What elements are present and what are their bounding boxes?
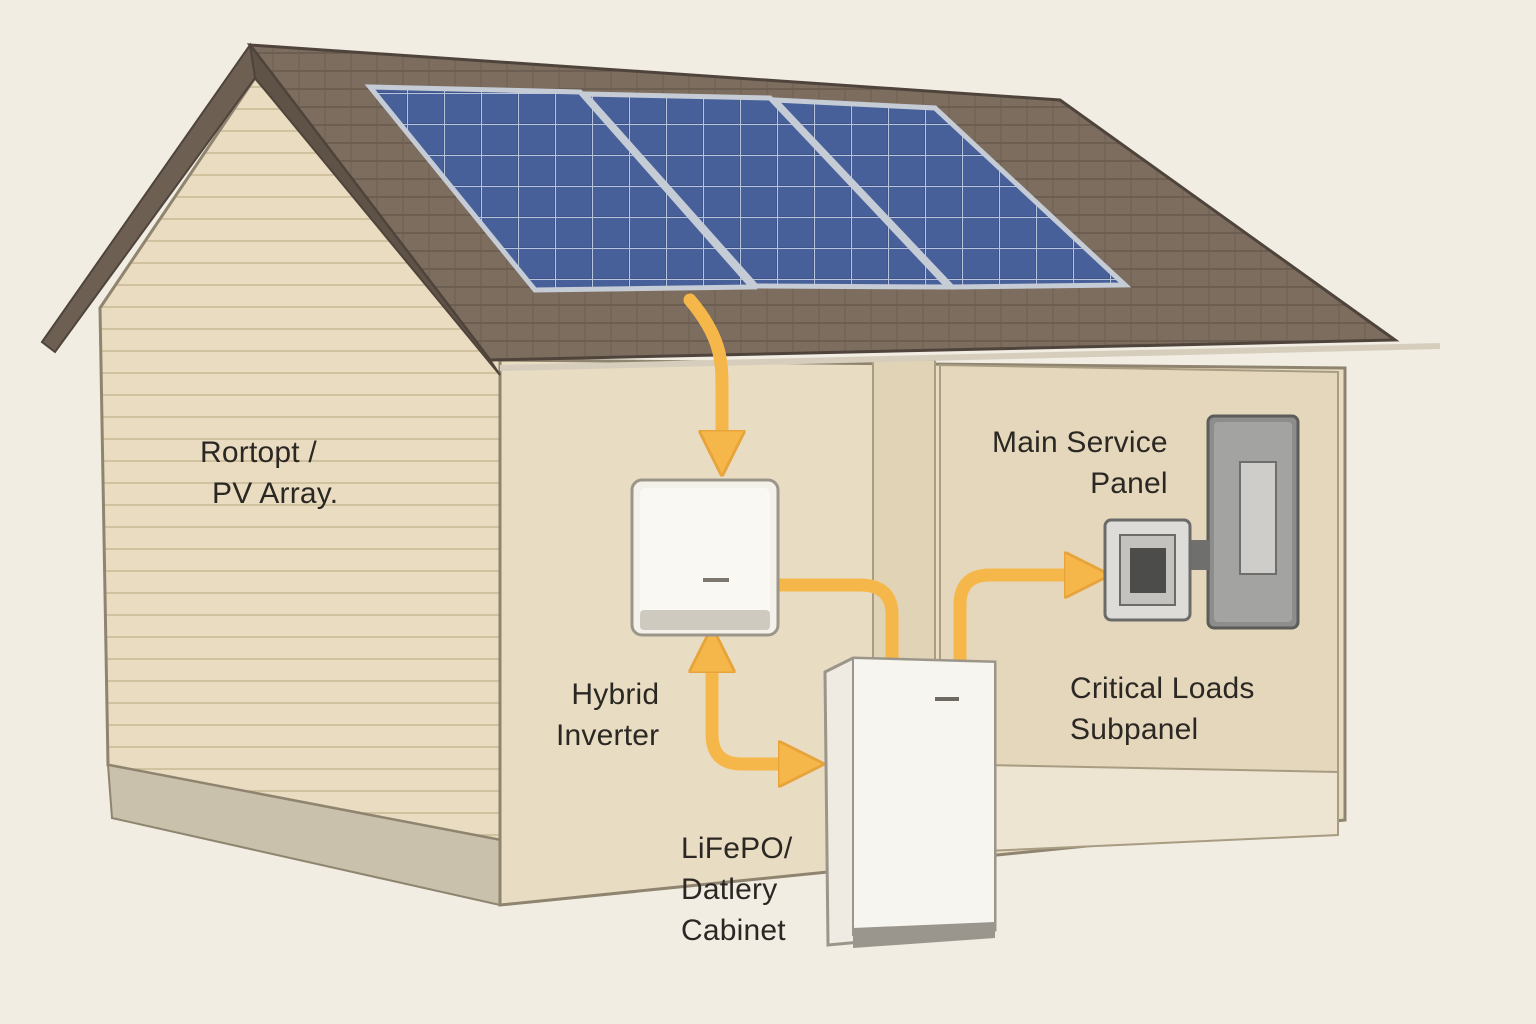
label-pv-array-line1: Rortopt / [200, 436, 317, 469]
label-battery-line1: LiFePO/ [681, 832, 793, 865]
power-flow-arrows [683, 293, 1092, 764]
battery-cabinet [823, 656, 997, 948]
label-critical-loads-subpanel: Critical Loads Subpanel [1070, 668, 1255, 750]
solar-panel-2 [579, 91, 954, 290]
pv-array-panels [364, 84, 1132, 293]
label-subpanel-line1: Critical Loads [1070, 672, 1255, 705]
solar-panel-1 [364, 84, 758, 293]
arrow-battery-to-subpanel [953, 575, 1092, 672]
critical-loads-subpanel [1103, 518, 1210, 622]
hybrid-inverter [630, 478, 780, 637]
label-inverter-line2: Inverter [556, 719, 660, 752]
label-battery-line3: Cabinet [681, 914, 786, 947]
label-main-panel-line2: Panel [1090, 467, 1168, 500]
label-battery-line2: Datlery [681, 873, 778, 906]
label-pv-array-line2: PV Array. [212, 477, 339, 510]
arrow-inverter-to-battery [768, 578, 899, 672]
label-inverter-line1: Hybrid [571, 678, 660, 711]
main-service-panel [1206, 414, 1300, 630]
arrow-pv-to-inverter [683, 293, 722, 458]
solar-panel-3 [768, 97, 1132, 290]
label-pv-array: Rortopt / PV Array. [200, 432, 338, 514]
arrow-battery-to-inverter [712, 645, 806, 764]
label-hybrid-inverter: Hybrid Inverter [556, 674, 659, 756]
label-main-service-panel: Main Service Panel [992, 422, 1168, 504]
label-battery-cabinet: LiFePO/ Datlery Cabinet [681, 828, 792, 951]
label-subpanel-line2: Subpanel [1070, 713, 1199, 746]
label-main-panel-line1: Main Service [992, 426, 1168, 459]
